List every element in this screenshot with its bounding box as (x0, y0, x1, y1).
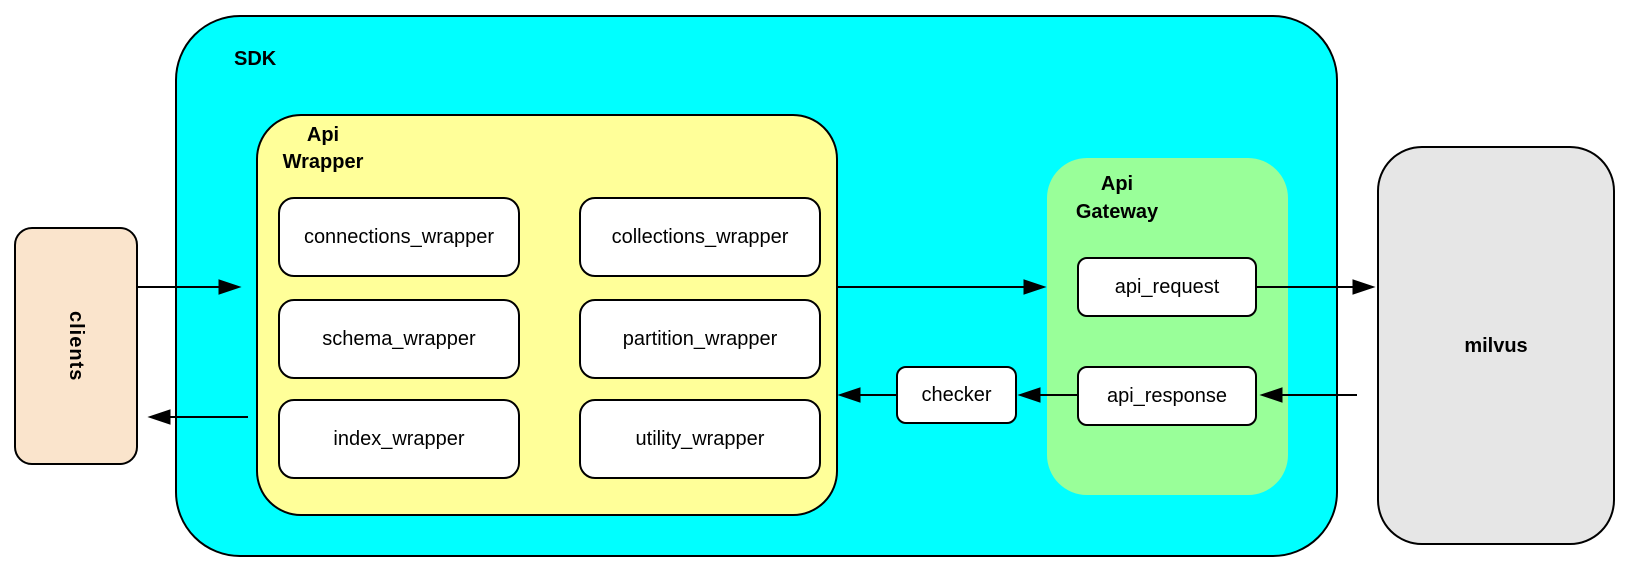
api-request-node: api_request (1077, 257, 1257, 317)
checker-node: checker (896, 366, 1017, 424)
clients-node: clients (14, 227, 138, 465)
api-request-label: api_request (1114, 276, 1220, 298)
sdk-label: SDK (234, 48, 277, 70)
api-gateway-group: Api Gateway api_request api_response (1047, 158, 1288, 495)
milvus-label: milvus (1464, 334, 1528, 357)
collections-wrapper-label: collections_wrapper (611, 226, 789, 248)
api-response-node: api_response (1077, 366, 1257, 426)
api-wrapper-label: Api Wrapper (282, 124, 364, 173)
api-response-label: api_response (1106, 385, 1228, 407)
collections-wrapper-node: collections_wrapper (579, 197, 821, 277)
connections-wrapper-label: connections_wrapper (303, 226, 495, 248)
index-wrapper-node: index_wrapper (278, 399, 520, 479)
utility-wrapper-label: utility_wrapper (635, 428, 765, 450)
index-wrapper-label: index_wrapper (333, 428, 465, 450)
schema-wrapper-node: schema_wrapper (278, 299, 520, 379)
checker-label: checker (921, 384, 992, 406)
api-wrapper-group: Api Wrapper connections_wrapper collecti… (256, 114, 838, 516)
api-gateway-label: Api Gateway (1075, 173, 1159, 223)
clients-label: clients (65, 310, 87, 382)
partition-wrapper-label: partition_wrapper (622, 328, 778, 350)
connections-wrapper-node: connections_wrapper (278, 197, 520, 277)
partition-wrapper-node: partition_wrapper (579, 299, 821, 379)
milvus-node: milvus (1377, 146, 1615, 545)
utility-wrapper-node: utility_wrapper (579, 399, 821, 479)
schema-wrapper-label: schema_wrapper (322, 328, 476, 350)
